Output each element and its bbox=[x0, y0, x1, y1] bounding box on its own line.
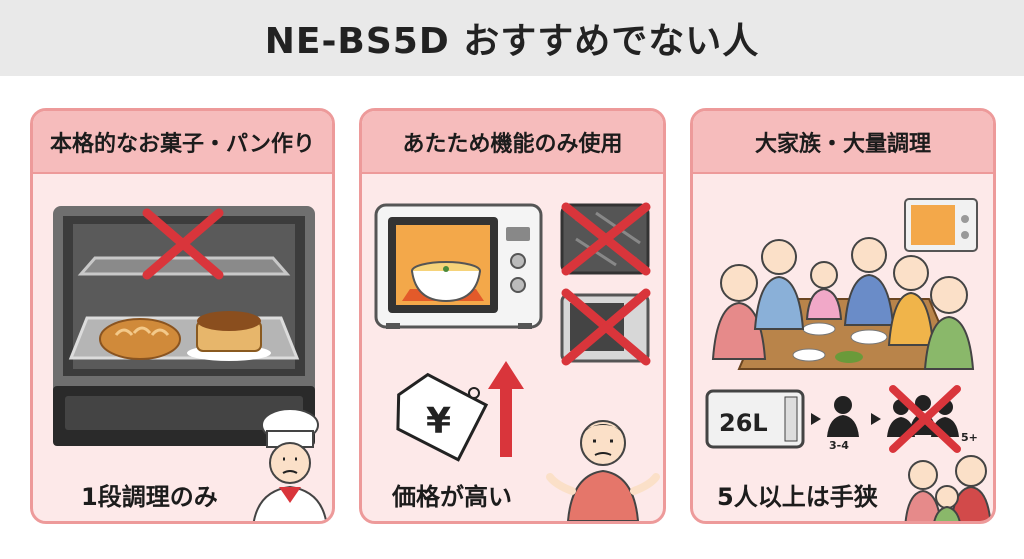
card-title: 大家族・大量調理 bbox=[754, 131, 931, 157]
card-header: あたため機能のみ使用 bbox=[362, 111, 663, 174]
price-tag-icon: ¥ bbox=[396, 372, 489, 462]
card-caption: 1段調理のみ bbox=[81, 483, 218, 511]
card-header: 大家族・大量調理 bbox=[693, 111, 993, 174]
card-baking: 本格的なお菓子・パン作り 1段調理のみ bbox=[30, 108, 335, 524]
card-title: 本格的なお菓子・パン作り bbox=[49, 131, 316, 157]
too-many-label: 5+ bbox=[961, 431, 978, 444]
cake-icon bbox=[187, 311, 271, 361]
bread-icon bbox=[99, 318, 181, 360]
cross-icon bbox=[889, 385, 961, 453]
family-icon bbox=[904, 455, 992, 521]
fits-label: 3-4 bbox=[829, 439, 849, 452]
person-icon bbox=[827, 396, 859, 437]
title-bar: NE-BS5D おすすめでない人 bbox=[0, 0, 1024, 76]
card-header: 本格的なお菓子・パン作り bbox=[33, 111, 332, 174]
card-reheat: あたため機能のみ使用 ¥ bbox=[359, 108, 666, 524]
card-caption: 価格が高い bbox=[392, 483, 512, 511]
person-shrug-icon bbox=[546, 420, 660, 521]
capacity-row: 26L 3-4 5+ bbox=[705, 385, 978, 453]
card-title: あたため機能のみ使用 bbox=[402, 131, 623, 157]
microwave-icon bbox=[705, 389, 805, 449]
family-dinner-icon bbox=[711, 198, 978, 370]
card-caption: 5人以上は手狭 bbox=[717, 483, 878, 511]
chef-icon bbox=[252, 408, 328, 521]
arrow-up-icon bbox=[488, 361, 524, 457]
soup-bowl-icon bbox=[411, 261, 481, 303]
page-title: NE-BS5D おすすめでない人 bbox=[264, 21, 760, 62]
price-symbol: ¥ bbox=[426, 401, 451, 442]
cross-icon bbox=[142, 208, 224, 280]
capacity-label: 26L bbox=[719, 409, 768, 437]
grill-plate-icon bbox=[560, 202, 651, 276]
cross-icon bbox=[560, 288, 651, 366]
card-large-family: 大家族・大量調理 26L bbox=[690, 108, 996, 524]
